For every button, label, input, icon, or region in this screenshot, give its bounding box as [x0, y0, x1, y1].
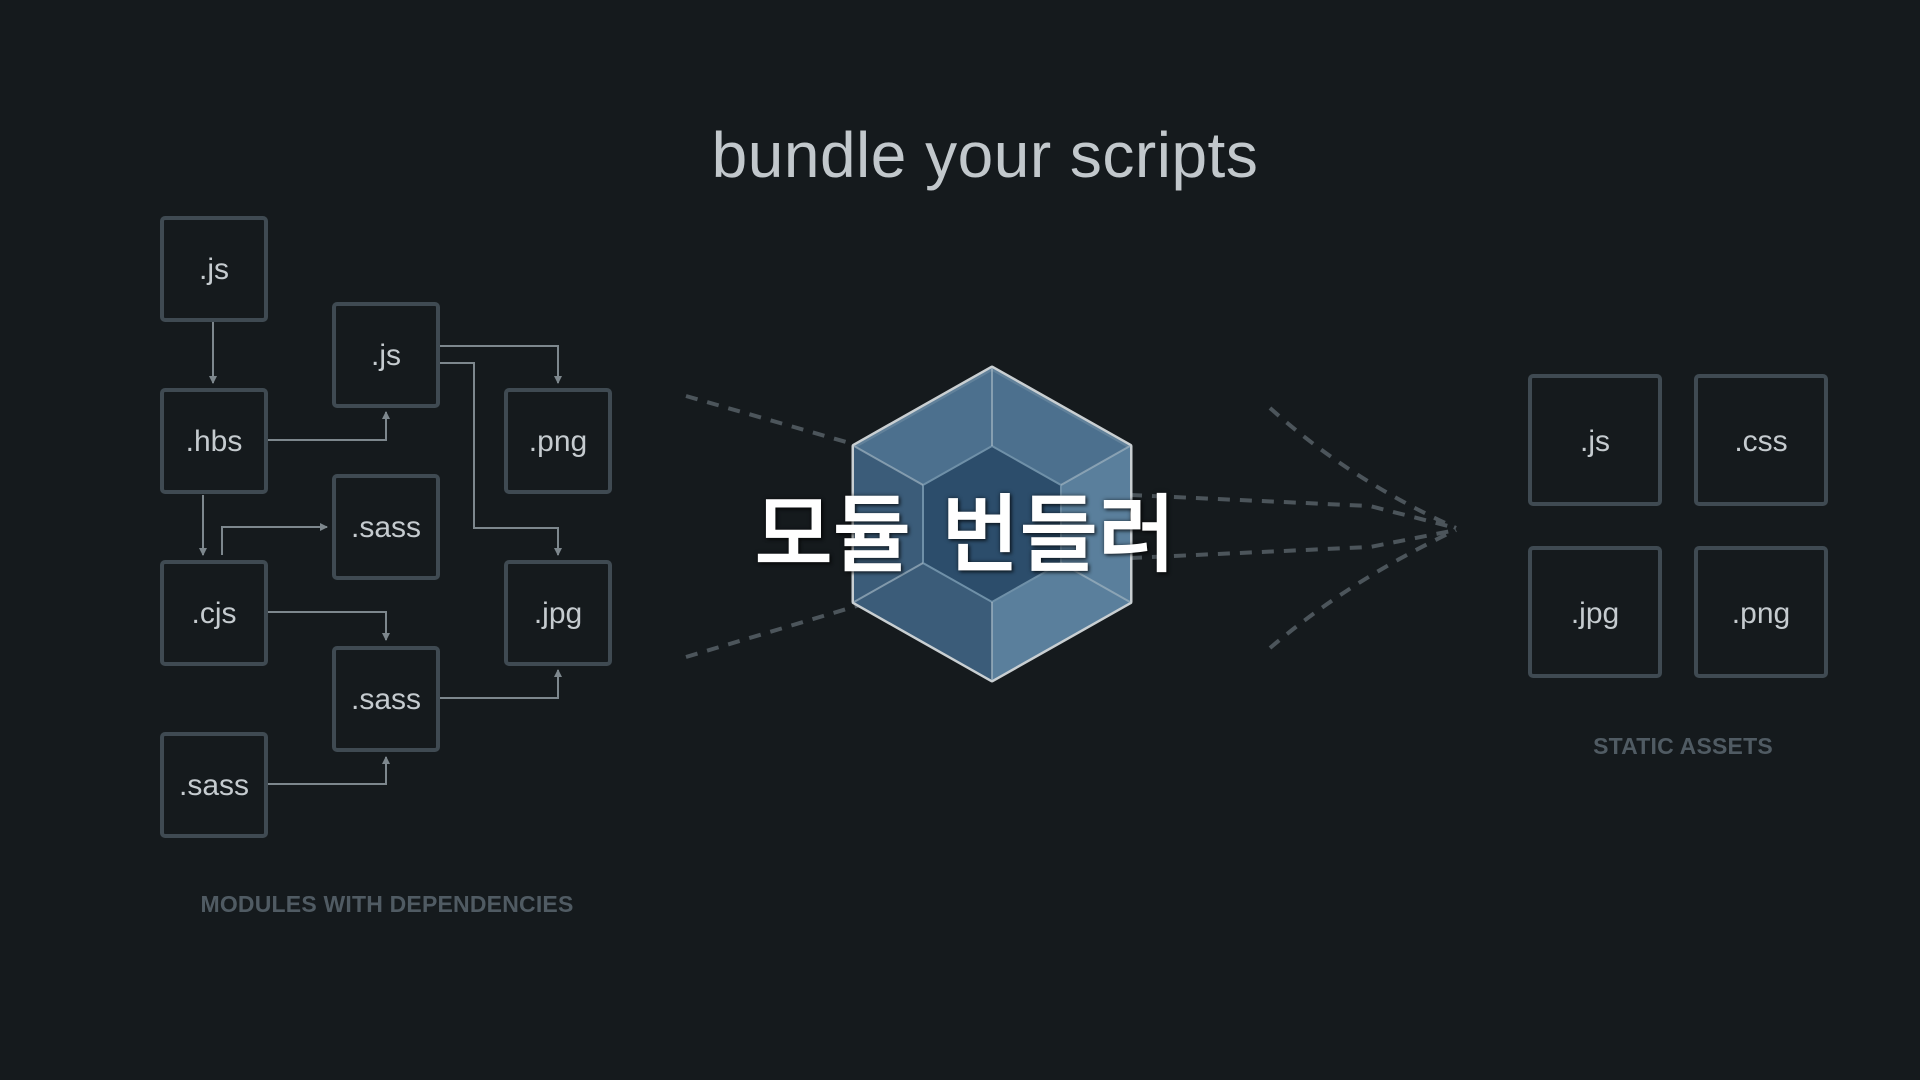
arrow-hbs-to-js: [268, 411, 390, 441]
module-label: .js: [371, 339, 401, 372]
assets-caption: STATIC ASSETS: [1593, 733, 1773, 759]
modules-caption: MODULES WITH DEPENDENCIES: [200, 891, 573, 917]
asset-label: .css: [1734, 425, 1787, 458]
modules-group: .js .hbs .cjs .sass .js .sass: [160, 216, 612, 917]
module-node-sass-low: .sass: [332, 646, 440, 752]
arrow-cjs-to-sass-low: [268, 611, 390, 641]
assets-group: .js .css .jpg .png STATIC ASSETS: [1528, 374, 1828, 759]
module-label: .cjs: [192, 597, 237, 630]
dependency-arrows: [199, 322, 562, 785]
asset-node-js: .js: [1528, 374, 1662, 506]
flow-out-upper: [1129, 493, 1457, 530]
flow-out-arc-top: [1268, 406, 1457, 530]
flow-in-bottom: [685, 603, 861, 659]
module-node-js-top: .js: [160, 216, 268, 322]
slide-title: bundle your scripts: [711, 119, 1259, 191]
module-node-hbs: .hbs: [160, 388, 268, 494]
arrow-sass-to-sass: [268, 756, 390, 785]
module-label: .sass: [351, 683, 421, 716]
title-area: bundle your scripts: [0, 118, 1920, 208]
module-label: .jpg: [534, 597, 582, 630]
flow-lines: [685, 394, 1457, 659]
arrow-sass-to-jpg: [438, 669, 562, 699]
module-label: .sass: [351, 511, 421, 544]
module-label: .js: [199, 253, 229, 286]
module-node-sass-bottom: .sass: [160, 732, 268, 838]
asset-node-css: .css: [1694, 374, 1828, 506]
module-node-png: .png: [504, 388, 612, 494]
asset-label: .jpg: [1571, 597, 1619, 630]
module-node-sass-mid: .sass: [332, 474, 440, 580]
module-node-js-mid: .js: [332, 302, 440, 408]
asset-label: .js: [1580, 425, 1610, 458]
flow-in-top: [685, 394, 861, 448]
asset-node-jpg: .jpg: [1528, 546, 1662, 678]
webpack-cube-icon: [851, 365, 1133, 683]
asset-node-png: .png: [1694, 546, 1828, 678]
flow-out-lower: [1129, 528, 1457, 560]
module-label: .sass: [179, 769, 249, 802]
module-label: .hbs: [186, 425, 243, 458]
module-node-cjs: .cjs: [160, 560, 268, 666]
subtitle-overlay: 모듈 번들러: [755, 486, 1177, 584]
module-node-jpg: .jpg: [504, 560, 612, 666]
arrow-js-to-png: [438, 345, 562, 384]
arrow-js-to-jpg: [438, 362, 562, 556]
arrow-cjs-to-sass: [221, 523, 328, 555]
module-label: .png: [529, 425, 587, 458]
flow-out-arc-bottom: [1268, 528, 1457, 650]
asset-label: .png: [1732, 597, 1790, 630]
